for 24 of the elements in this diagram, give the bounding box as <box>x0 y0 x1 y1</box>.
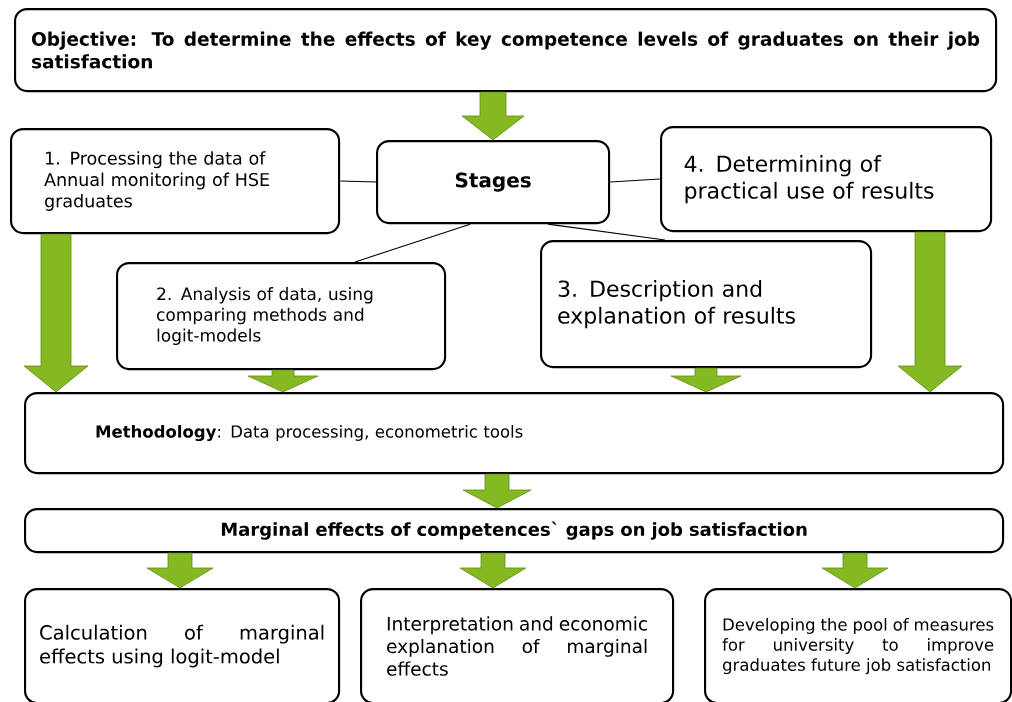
block-arrow <box>459 552 527 589</box>
block-arrow <box>461 91 525 141</box>
block-arrow <box>462 473 532 509</box>
connector-line <box>339 180 377 183</box>
stage-box: 2. Analysis of data, using comparing methods and logit-models <box>116 262 447 371</box>
block-arrow <box>247 369 319 393</box>
methodology-box: Methodology: Data processing, econometric tools <box>24 392 1005 475</box>
block-arrow <box>146 552 214 589</box>
connector-line <box>354 223 471 263</box>
outcome-box: Calculation of marginal effects using logit-model <box>24 588 341 702</box>
block-arrow <box>897 231 963 393</box>
block-arrow <box>670 367 742 393</box>
outcome-box: Developing the pool of measures for university to improve graduates future job satisfaction <box>704 588 1012 702</box>
connector-line <box>547 223 666 241</box>
outcome-box: Interpretation and economic explanation of marginal effects <box>360 588 675 702</box>
objective-box: Objective: To determine the effects of key competence levels of graduates on their job satisfaction <box>14 8 998 93</box>
result-box: Marginal effects of competences` gaps on job satisfaction <box>24 508 1005 554</box>
stage-box: 3. Description and explanation of results <box>540 240 873 369</box>
block-arrow <box>821 552 889 589</box>
connector-line <box>609 178 661 183</box>
block-arrow <box>23 233 89 393</box>
stage-box: 4. Determining of practical use of results <box>660 126 993 233</box>
stages-box: Stages <box>376 140 611 225</box>
stage-box: 1. Processing the data of Annual monitoring of HSE graduates <box>10 128 341 235</box>
